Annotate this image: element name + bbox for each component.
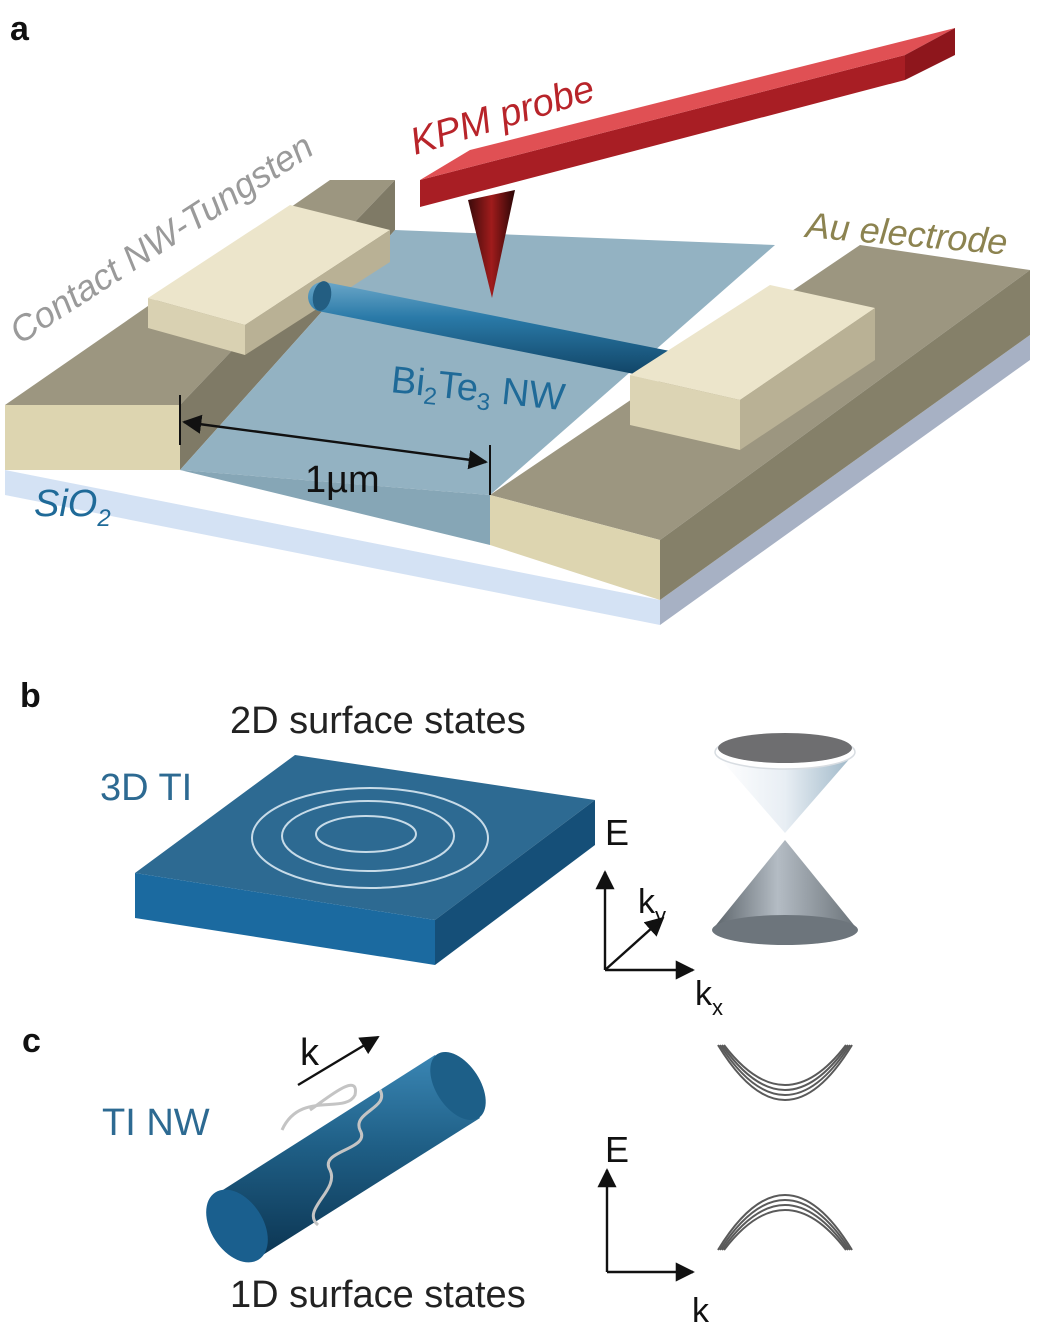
length-arrow: [179, 395, 491, 495]
kpm-probe: [420, 28, 955, 298]
panel-c-title: 1D surface states: [230, 1274, 526, 1316]
panel-b-letter: b: [20, 677, 41, 715]
panel-a: a: [2, 10, 1030, 625]
3d-ti-slab: [135, 755, 595, 965]
panel-a-letter: a: [10, 10, 30, 48]
ti-nw-label: TI NW: [102, 1102, 210, 1144]
surface-state-ring: [281, 800, 455, 872]
length-label: 1µm: [305, 459, 380, 501]
panel-b: b 2D surface states 3D TI E ky kx: [20, 677, 858, 1020]
bi2te3-nanowire: [308, 281, 700, 385]
3d-ti-label: 3D TI: [100, 767, 192, 809]
panel-c-k-label: k: [300, 1032, 320, 1074]
sio2-label: SiO2: [34, 483, 111, 532]
panel-b-axis-ky: ky: [638, 883, 666, 928]
panel-b-title: 2D surface states: [230, 700, 526, 742]
probe-tip: [468, 190, 515, 298]
panel-c-letter: c: [22, 1022, 41, 1060]
sio2-substrate: [5, 335, 1030, 625]
k-arrow: [297, 1035, 380, 1087]
dirac-cone: [712, 733, 858, 945]
panel-c-axes: [597, 1168, 695, 1282]
panel-b-axis-e: E: [605, 812, 629, 853]
au-electrode-label: Au electrode: [802, 204, 1009, 263]
ti-nanowire: [206, 1051, 486, 1263]
panel-c-axis-k: k: [692, 1292, 710, 1330]
nanowire-label: Bi2Te3 NW: [389, 359, 568, 424]
panel-c-axis-e: E: [605, 1129, 629, 1170]
panel-b-axes: [595, 870, 695, 980]
panel-b-axis-kx: kx: [695, 975, 723, 1020]
subband-curves: [717, 1044, 853, 1251]
panel-c: c k TI NW 1D surface states E k: [22, 1022, 853, 1330]
surface-state-ring: [315, 815, 417, 853]
wavefunction: [311, 1089, 384, 1227]
right-contact-pad: [630, 285, 875, 450]
surface-state-ring: [251, 787, 489, 889]
